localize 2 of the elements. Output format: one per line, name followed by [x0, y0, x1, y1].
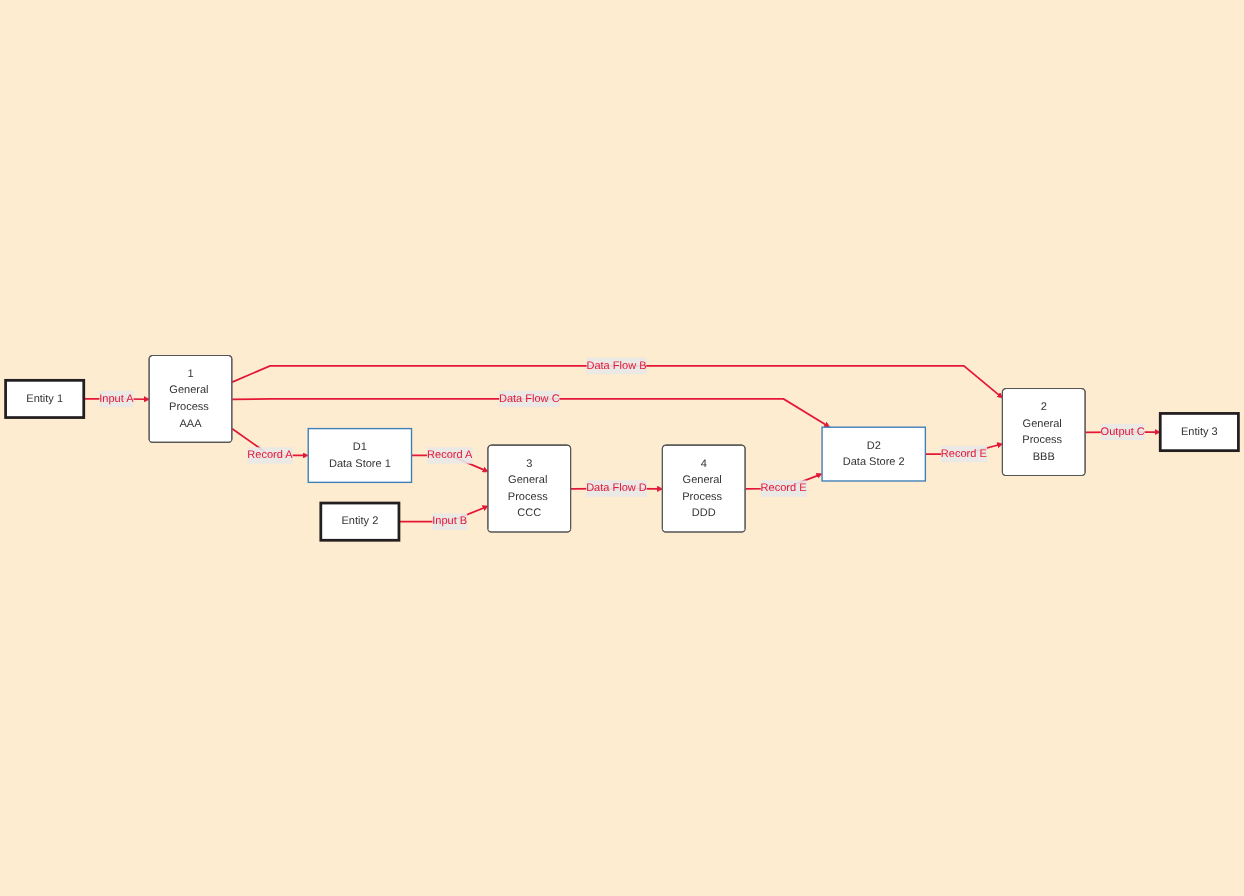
arrow — [231, 398, 831, 428]
arrow — [231, 365, 1003, 399]
